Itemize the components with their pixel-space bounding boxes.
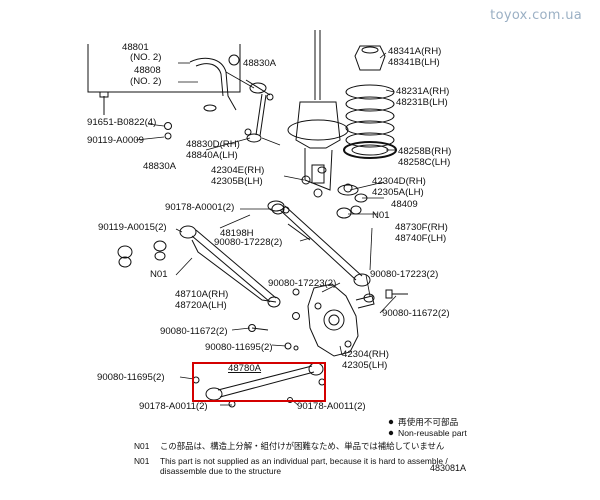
note-tag: N01 bbox=[134, 441, 150, 451]
note-text: この部品は、構造上分解・組付けが困難なため、単品では補給していません bbox=[160, 441, 445, 451]
label-no2-b: (NO. 2) bbox=[130, 76, 162, 87]
label-90178-0011-right: 90178-A0011(2) bbox=[297, 401, 366, 412]
label-90080-11695-left: 90080-11695(2) bbox=[97, 372, 165, 383]
note-row: disassemble due to the structure bbox=[134, 466, 448, 477]
label-48830A-mid: 48830A bbox=[143, 161, 177, 172]
label-90080-11672-left: 90080-11672(2) bbox=[160, 326, 228, 337]
label-42304D: 42304D(RH) bbox=[372, 176, 426, 187]
label-90080-11672-right: 90080-11672(2) bbox=[382, 308, 450, 319]
label-48801-partial: 48801 bbox=[122, 42, 149, 53]
label-90080-11695-mid: 90080-11695(2) bbox=[205, 342, 273, 353]
label-48730F: 48730F(RH) bbox=[395, 222, 448, 233]
label-N01-right: N01 bbox=[372, 210, 390, 221]
label-48409: 48409 bbox=[391, 199, 418, 210]
label-no2-a: (NO. 2) bbox=[130, 52, 162, 63]
knuckle-42304 bbox=[307, 283, 375, 357]
leader-lines bbox=[135, 52, 397, 406]
label-42304: 42304(RH) bbox=[342, 349, 389, 360]
note-row: N01 This part is not supplied as an indi… bbox=[134, 456, 448, 467]
label-48830A-top: 48830A bbox=[243, 58, 277, 69]
label-48258B: 48258B(RH) bbox=[398, 146, 452, 157]
label-48720A: 48720A(LH) bbox=[175, 300, 227, 311]
label-48710A: 48710A(RH) bbox=[175, 289, 229, 300]
bolts-left bbox=[99, 91, 172, 140]
label-48780A: 48780A bbox=[228, 363, 262, 374]
lateral-arm-48730F bbox=[267, 200, 371, 287]
label-48231A: 48231A(RH) bbox=[396, 86, 450, 97]
note-text: This part is not supplied as an individu… bbox=[160, 455, 448, 466]
label-90080-17223-mid: 90080-17223(2) bbox=[268, 278, 337, 289]
label-42305: 42305(LH) bbox=[342, 360, 388, 371]
label-48231B: 48231B(LH) bbox=[396, 97, 448, 108]
note-text: disassemble due to the structure bbox=[160, 466, 282, 476]
note-tag: N01 bbox=[134, 455, 150, 466]
label-90080-17223: 90080-17223(2) bbox=[370, 269, 439, 280]
label-48830D: 48830D(RH) bbox=[186, 139, 240, 150]
label-48341B: 48341B(LH) bbox=[388, 57, 440, 68]
label-90178-0001: 90178-A0001(2) bbox=[165, 202, 235, 213]
coil-spring bbox=[337, 45, 397, 203]
label-42304E: 42304E(RH) bbox=[211, 165, 265, 176]
toe-control-arm-48780A bbox=[192, 362, 326, 408]
lower-arm-48710A bbox=[117, 225, 281, 308]
label-48808: 48808 bbox=[134, 65, 161, 76]
watermark-text: toyox.com.ua bbox=[490, 8, 582, 23]
label-90119-0015: 90119-A0015(2) bbox=[98, 222, 167, 233]
note-row: N01 この部品は、構造上分解・組付けが困難なため、単品では補給していません bbox=[134, 441, 448, 452]
legend-bullets bbox=[388, 419, 394, 436]
figure-code: 483081A bbox=[429, 463, 466, 473]
legend-nonreusable-jp: 再使用不可部品 bbox=[398, 417, 459, 427]
bolts-middle bbox=[248, 288, 408, 351]
label-90178-0011-left: 90178-A0011(2) bbox=[139, 401, 208, 412]
shock-absorber bbox=[287, 30, 349, 198]
label-48740F: 48740F(LH) bbox=[395, 233, 447, 244]
label-48840A: 48840A(LH) bbox=[186, 150, 238, 161]
footnotes: N01 この部品は、構造上分解・組付けが困難なため、単品では補給していません N… bbox=[134, 441, 448, 477]
label-90119-0009: 90119-A0009 bbox=[87, 135, 144, 146]
stabilizer-link-inset bbox=[87, 44, 241, 112]
label-42305B: 42305B(LH) bbox=[211, 176, 263, 187]
legend-nonreusable-en: Non-reusable part bbox=[398, 428, 467, 438]
label-90080-17228: 90080-17228(2) bbox=[214, 237, 283, 248]
label-48341A: 48341A(RH) bbox=[388, 46, 442, 57]
note-tag bbox=[134, 466, 160, 477]
stabilizer-link bbox=[244, 79, 274, 143]
highlight-frame-48780A bbox=[192, 362, 326, 402]
label-91651: 91651-B0822(4) bbox=[87, 117, 157, 128]
label-48258C: 48258C(LH) bbox=[398, 157, 451, 168]
label-48198H: 48198H bbox=[220, 228, 254, 239]
label-N01-left: N01 bbox=[150, 269, 168, 280]
label-42305A: 42305A(LH) bbox=[372, 187, 424, 198]
